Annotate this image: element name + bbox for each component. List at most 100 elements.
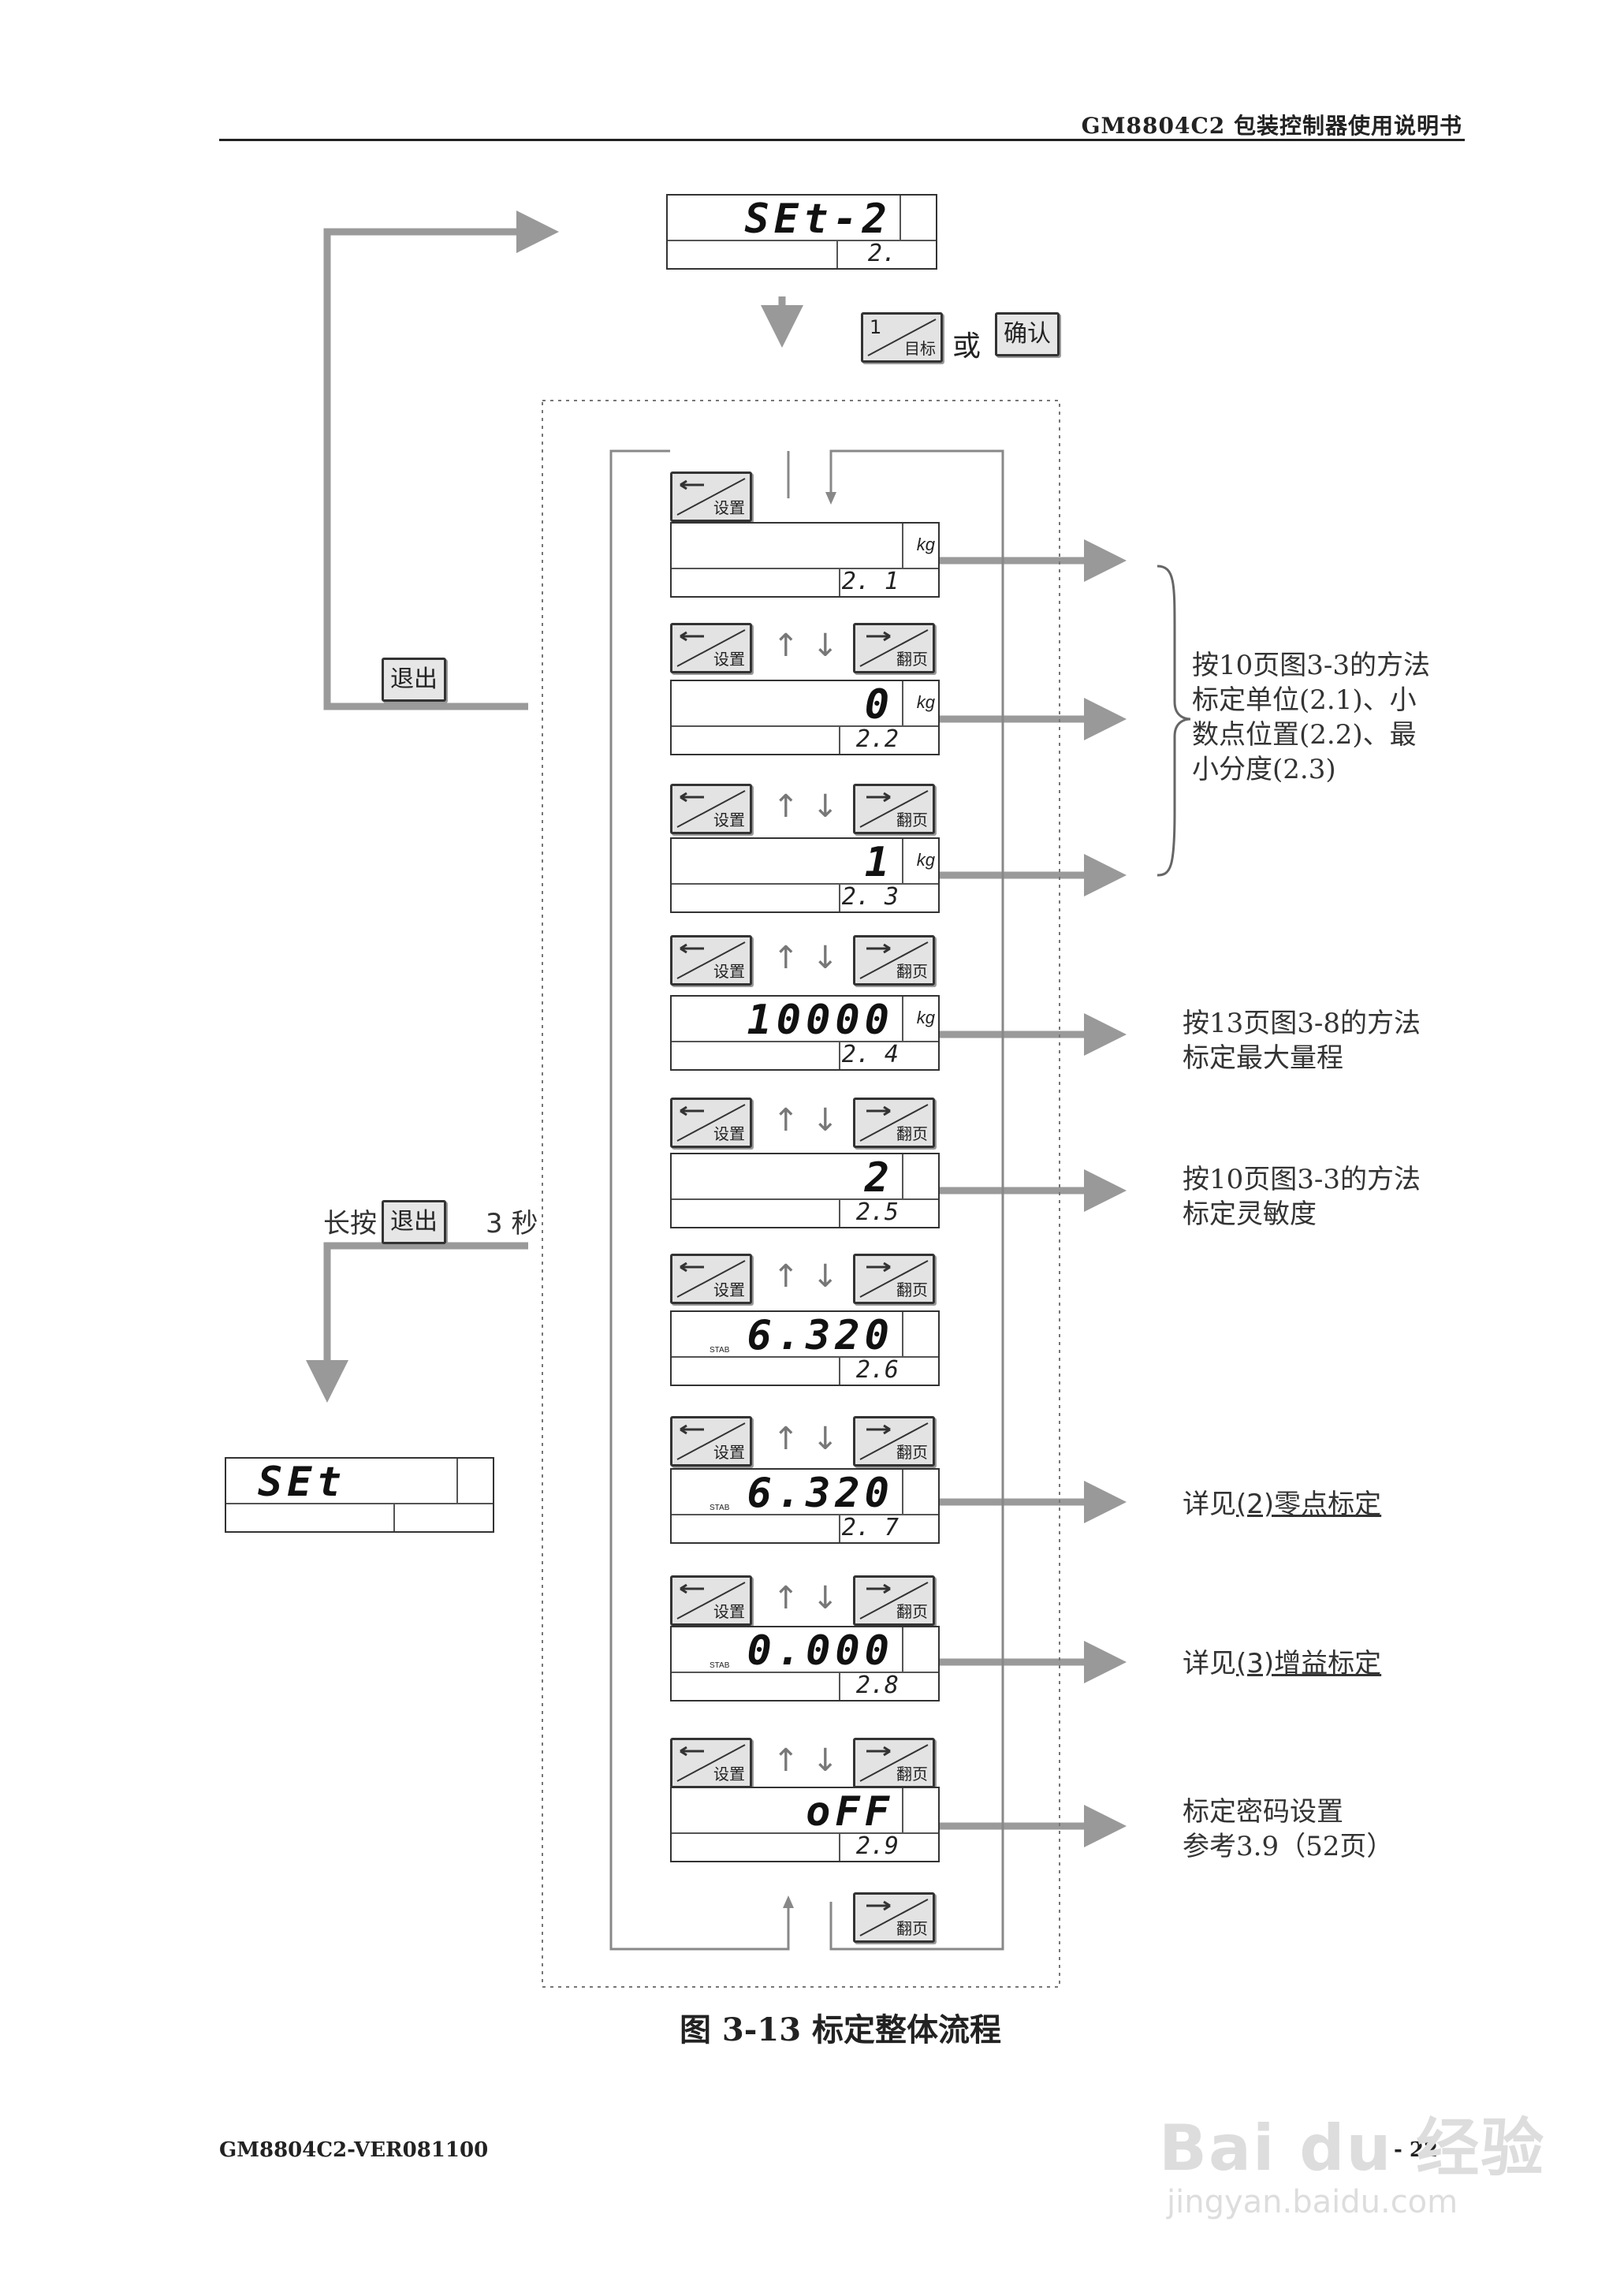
zero-calibration-link[interactable]: (2)零点标定 xyxy=(1236,1489,1382,1520)
lcd-set-2: SEt-2 2. xyxy=(666,194,937,270)
page-key[interactable]: 翻页 xyxy=(853,1575,935,1626)
footer-version: GM8804C2-VER081100 xyxy=(219,2138,489,2162)
note-password: 标定密码设置 参考3.9（52页） xyxy=(1183,1795,1393,1864)
note-line: 标定密码设置 xyxy=(1183,1796,1343,1828)
note-gain-calibration: 详见(3)增益标定 xyxy=(1183,1646,1381,1681)
page-header-title: GM8804C2 包装控制器使用说明书 xyxy=(1081,113,1462,139)
arrow-down-icon: ↓ xyxy=(812,1580,839,1616)
note-line: 小分度(2.3) xyxy=(1192,754,1336,785)
arrow-up-icon: ↑ xyxy=(773,1102,799,1139)
page-key-label: 翻页 xyxy=(896,1124,928,1143)
page-key[interactable]: 翻页 xyxy=(853,623,935,673)
target-key[interactable]: 1 目标 xyxy=(861,312,943,363)
page-key-label: 翻页 xyxy=(896,1443,928,1462)
lcd-value: SEt xyxy=(258,1459,346,1506)
lcd-code: 2. 4 xyxy=(841,1041,899,1068)
lcd-stab-indicator: STAB xyxy=(710,1346,730,1355)
arrow-down-icon: ↓ xyxy=(812,1421,839,1457)
page-key[interactable]: 翻页 xyxy=(853,1738,935,1788)
page-key[interactable]: 翻页 xyxy=(853,935,935,986)
page-key[interactable]: 翻页 xyxy=(853,1098,935,1148)
long-press-prefix: 长按 xyxy=(323,1208,377,1239)
note-line: 标定灵敏度 xyxy=(1183,1198,1317,1230)
lcd-code: 2.6 xyxy=(855,1356,899,1384)
exit-key[interactable]: 退出 xyxy=(382,658,446,702)
lcd-code: 2. 3 xyxy=(841,883,899,911)
set-key[interactable]: 设置 xyxy=(670,784,752,834)
page-key[interactable]: 翻页 xyxy=(853,1416,935,1467)
header-rule xyxy=(219,139,1465,141)
note-zero-calibration: 详见(2)零点标定 xyxy=(1183,1487,1381,1522)
page-key-label: 翻页 xyxy=(896,1602,928,1621)
page-key[interactable]: 翻页 xyxy=(853,1254,935,1304)
lcd-unit: kg xyxy=(916,535,935,554)
arrow-down-icon: ↓ xyxy=(812,628,839,664)
watermark-url: jingyan.baidu.com xyxy=(1167,2184,1458,2220)
lcd-value: SEt-2 xyxy=(744,196,892,243)
page-key-label: 翻页 xyxy=(896,811,928,829)
long-press-exit-key[interactable]: 退出 xyxy=(382,1200,446,1244)
note-line: 按10页图3-3的方法 xyxy=(1183,1164,1421,1195)
set-key-label: 设置 xyxy=(713,962,745,981)
lcd-value: 6.320 xyxy=(747,1470,894,1517)
page-key-label: 翻页 xyxy=(896,650,928,669)
set-key-label: 设置 xyxy=(713,1765,745,1784)
lcd-unit: kg xyxy=(916,692,935,712)
page-key[interactable]: 翻页 xyxy=(853,784,935,834)
arrow-up-icon: ↑ xyxy=(773,1421,799,1457)
page-key-label: 翻页 xyxy=(896,1280,928,1299)
note-line: 参考3.9（52页） xyxy=(1183,1831,1394,1862)
lcd-code: 2.8 xyxy=(855,1672,899,1699)
page-key[interactable]: 翻页 xyxy=(853,1892,935,1943)
note-prefix: 详见 xyxy=(1183,1489,1236,1520)
set-key-label: 设置 xyxy=(713,811,745,829)
set-key[interactable]: 设置 xyxy=(670,623,752,673)
arrow-down-icon: ↓ xyxy=(812,1742,839,1779)
set-key-label: 设置 xyxy=(713,1280,745,1299)
set-key[interactable]: 设置 xyxy=(670,1416,752,1467)
confirm-key[interactable]: 确认 xyxy=(995,312,1060,356)
target-key-label: 目标 xyxy=(904,339,936,358)
set-key[interactable]: 设置 xyxy=(670,472,752,522)
set-key-label: 设置 xyxy=(713,1443,745,1462)
watermark-brand: Bai du 经验 xyxy=(1159,2112,1546,2185)
arrow-up-icon: ↑ xyxy=(773,1258,799,1295)
page-key-label: 翻页 xyxy=(896,1765,928,1784)
set-key-label: 设置 xyxy=(713,498,745,517)
target-key-digit: 1 xyxy=(870,316,882,338)
arrow-up-icon: ↑ xyxy=(773,940,799,976)
lcd-stab-indicator: STAB xyxy=(710,1504,730,1512)
note-line: 数点位置(2.2)、最 xyxy=(1192,719,1417,751)
lcd-value: 1 xyxy=(864,839,894,886)
arrow-up-icon: ↑ xyxy=(773,1580,799,1616)
lcd-value: 6.320 xyxy=(747,1312,894,1359)
set-key-label: 设置 xyxy=(713,1602,745,1621)
lcd-set: SEt xyxy=(225,1457,494,1533)
gain-calibration-link[interactable]: (3)增益标定 xyxy=(1236,1648,1382,1679)
note-max-range: 按13页图3-8的方法 标定最大量程 xyxy=(1183,1006,1421,1075)
arrow-down-icon: ↓ xyxy=(812,940,839,976)
set-key[interactable]: 设置 xyxy=(670,1575,752,1626)
set-key-label: 设置 xyxy=(713,1124,745,1143)
page-key-label: 翻页 xyxy=(896,962,928,981)
set-key[interactable]: 设置 xyxy=(670,1254,752,1304)
set-key[interactable]: 设置 xyxy=(670,935,752,986)
arrow-down-icon: ↓ xyxy=(812,788,839,825)
lcd-code: 2.5 xyxy=(855,1198,899,1226)
set-key[interactable]: 设置 xyxy=(670,1738,752,1788)
set-key[interactable]: 设置 xyxy=(670,1098,752,1148)
page-key-label: 翻页 xyxy=(896,1919,928,1938)
arrow-up-icon: ↑ xyxy=(773,628,799,664)
note-unit-decimal-division: 按10页图3-3的方法 标定单位(2.1)、小 数点位置(2.2)、最 小分度(… xyxy=(1192,648,1430,787)
lcd-value: 2 xyxy=(864,1154,894,1202)
arrow-up-icon: ↑ xyxy=(773,788,799,825)
lcd-stab-indicator: STAB xyxy=(710,1661,730,1670)
arrow-down-icon: ↓ xyxy=(812,1258,839,1295)
